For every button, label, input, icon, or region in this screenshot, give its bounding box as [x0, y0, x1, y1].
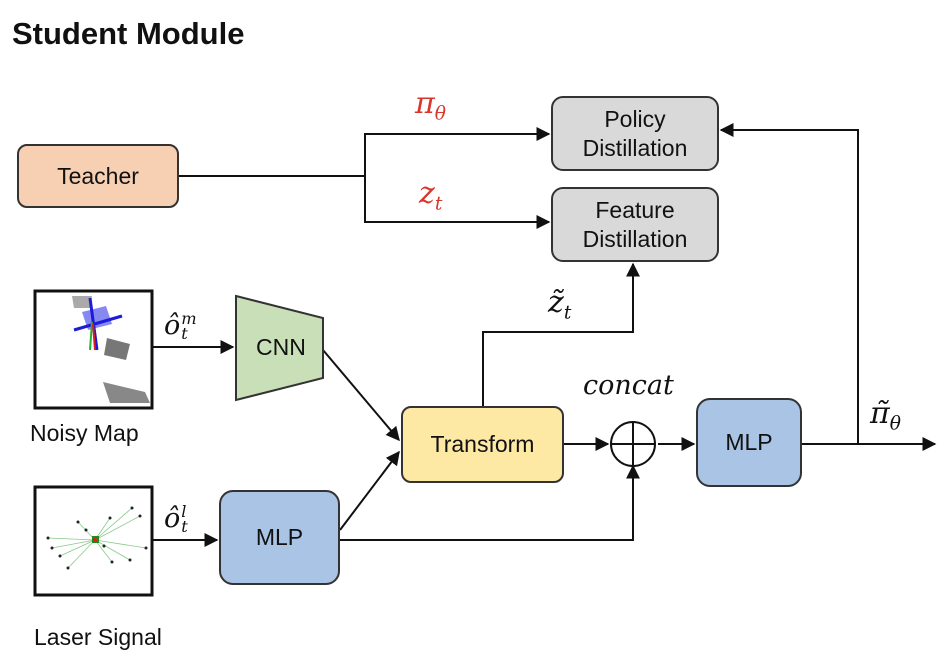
mlp-laser-label: MLP	[255, 524, 304, 551]
cnn-label: CNN	[256, 334, 306, 360]
mlp-output-block: MLP	[696, 398, 802, 487]
pi-tilde-theta-label: π̃θ	[870, 396, 901, 435]
edge-teacher-to-policy	[364, 127, 551, 176]
feature-distillation-block: Feature Distillation	[551, 187, 719, 262]
edge-teacher-to-feature	[364, 176, 551, 229]
edge-mlp-to-transform	[339, 450, 400, 531]
pi-theta-label: πθ	[415, 86, 446, 125]
mlp-output-label: MLP	[725, 429, 773, 456]
noisy-map-image	[33, 289, 154, 410]
edge-mlp-to-concat	[340, 464, 640, 541]
teacher-label: Teacher	[57, 162, 139, 189]
edge-cnn-to-transform	[322, 349, 400, 442]
edge-feedback-to-policy	[719, 123, 859, 444]
cnn-block	[235, 294, 324, 402]
transform-label: Transform	[430, 431, 535, 458]
laser-signal-caption: Laser Signal	[34, 624, 162, 650]
policy-distillation-label: Policy Distillation	[582, 105, 688, 161]
feature-distillation-label: Feature Distillation	[582, 196, 688, 252]
teacher-block: Teacher	[17, 144, 179, 208]
mlp-laser-block: MLP	[219, 490, 340, 585]
z-tilde-t-label: z̃t	[548, 285, 572, 324]
noisy-map-caption: Noisy Map	[30, 420, 139, 446]
z-t-label: zt	[419, 176, 443, 215]
concat-operator	[610, 421, 656, 467]
laser-signal-image	[33, 485, 154, 597]
edge-transform-to-feature	[482, 262, 640, 406]
concat-label: concat	[583, 370, 674, 401]
diagram-title: Student Module	[12, 16, 245, 51]
policy-distillation-block: Policy Distillation	[551, 96, 719, 171]
transform-block: Transform	[401, 406, 564, 483]
